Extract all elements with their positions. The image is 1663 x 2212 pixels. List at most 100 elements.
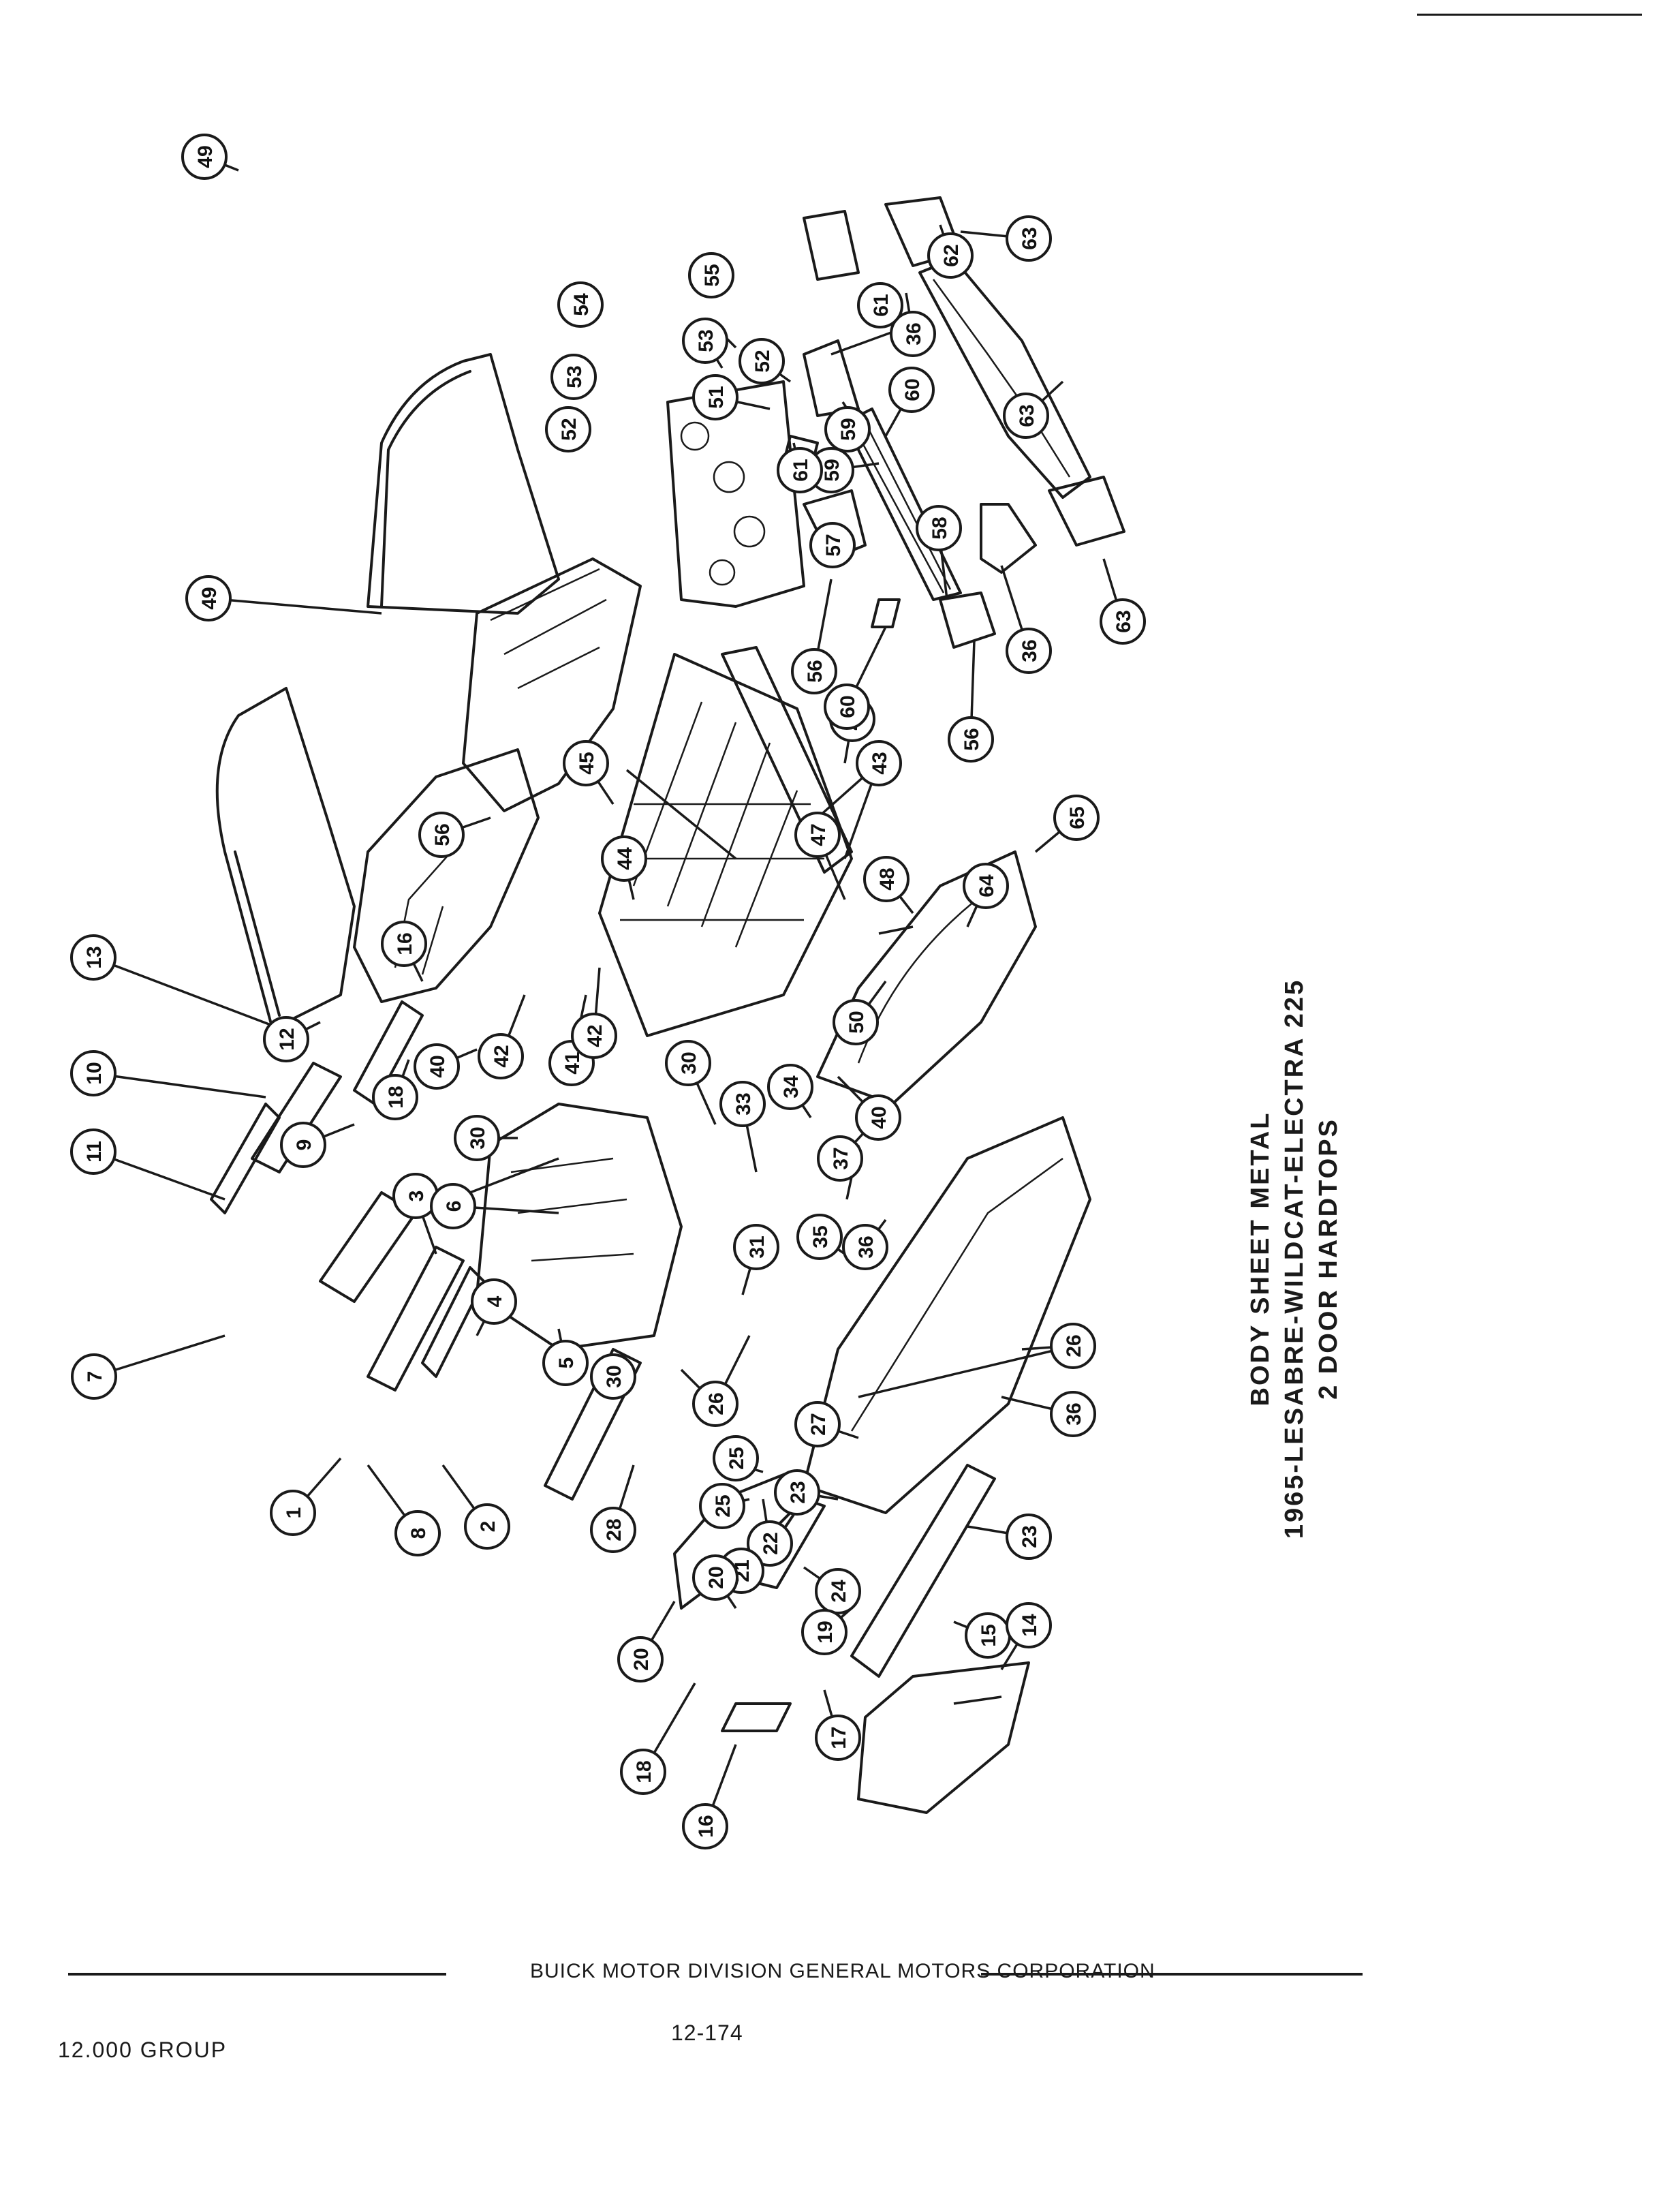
callout-label: 28 [603, 1518, 625, 1541]
callout-label: 37 [830, 1147, 852, 1169]
title-line-2: 1965-LESABRE-WILDCAT-ELECTRA 225 [1280, 978, 1309, 1539]
callout-bubble: 30 [590, 1353, 636, 1400]
callout-label: 26 [1063, 1334, 1085, 1357]
callout-bubble: 53 [550, 354, 597, 400]
callout-label: 60 [901, 378, 924, 401]
callout-bubble: 22 [747, 1520, 793, 1567]
callout-bubble: 37 [817, 1135, 863, 1182]
callout-bubble: 59 [824, 406, 871, 452]
callout-bubble: 30 [665, 1040, 711, 1086]
callout-bubble: 60 [824, 683, 870, 730]
leader-lines [93, 155, 1124, 1827]
callout-bubble: 18 [620, 1749, 666, 1795]
callout-label: 22 [760, 1532, 782, 1554]
callout-label: 49 [194, 145, 217, 168]
callout-label: 5 [555, 1357, 578, 1369]
callout-bubble: 61 [777, 447, 823, 493]
callout-label: 62 [940, 244, 963, 266]
callout-label: 13 [83, 946, 106, 968]
callout-bubble: 56 [791, 648, 837, 694]
callout-label: 36 [855, 1235, 877, 1258]
callout-label: 16 [394, 932, 416, 955]
callout-label: 3 [405, 1191, 428, 1202]
callout-label: 45 [576, 752, 598, 774]
callout-bubble: 40 [414, 1043, 460, 1090]
callout-label: 53 [695, 329, 717, 352]
callout-label: 30 [603, 1365, 625, 1387]
callout-label: 26 [705, 1392, 728, 1415]
callout-label: 20 [630, 1648, 653, 1670]
callout-label: 41 [561, 1051, 584, 1074]
callout-bubble: 9 [280, 1122, 326, 1168]
callout-label: 63 [1113, 610, 1135, 632]
callout-bubble: 51 [692, 374, 739, 420]
callout-bubble: 62 [927, 232, 974, 279]
callout-bubble: 24 [815, 1568, 861, 1614]
callout-bubble: 25 [699, 1483, 745, 1529]
callout-bubble: 52 [545, 406, 591, 452]
callout-label: 43 [869, 752, 891, 774]
callout-bubble: 45 [563, 740, 609, 786]
callout-label: 56 [961, 728, 983, 750]
callout-bubble: 30 [454, 1115, 500, 1161]
title-line-3: 2 DOOR HARDTOPS [1314, 1118, 1343, 1400]
callout-label: 31 [746, 1235, 768, 1258]
footer-group: 12.000 GROUP [58, 2038, 228, 2062]
callout-bubble: 11 [70, 1128, 116, 1175]
callout-label: 18 [633, 1760, 655, 1783]
callout-bubble: 16 [381, 921, 427, 967]
callout-label: 53 [563, 365, 586, 388]
callout-label: 27 [807, 1413, 830, 1435]
callout-bubble: 1 [270, 1490, 316, 1536]
callout-label: 2 [477, 1521, 499, 1533]
callout-label: 52 [751, 350, 774, 372]
footer-rule-left [68, 1973, 446, 1976]
callout-bubble: 63 [1003, 393, 1049, 439]
callout-bubble: 36 [842, 1224, 888, 1270]
callout-bubble: 26 [692, 1381, 739, 1427]
part-outlines [210, 196, 1125, 1814]
callout-bubble: 25 [713, 1435, 759, 1481]
callout-bubble: 36 [1006, 628, 1052, 674]
callout-label: 51 [705, 386, 728, 408]
callout-bubble: 14 [1006, 1602, 1052, 1648]
callout-label: 19 [814, 1620, 837, 1643]
callout-label: 30 [678, 1051, 700, 1074]
callout-bubble: 27 [794, 1401, 841, 1447]
callout-bubble: 13 [70, 934, 116, 981]
callout-bubble: 47 [794, 812, 841, 858]
callout-label: 15 [978, 1624, 1000, 1646]
callout-label: 44 [614, 847, 636, 870]
callout-label: 4 [484, 1295, 506, 1307]
callout-bubble: 20 [692, 1554, 739, 1601]
callout-bubble: 34 [767, 1064, 813, 1110]
callout-label: 36 [1019, 639, 1041, 662]
callout-label: 64 [976, 874, 998, 897]
callout-label: 56 [804, 660, 826, 682]
callout-label: 50 [845, 1011, 868, 1033]
top-edge-rule [1417, 14, 1642, 16]
callout-label: 9 [293, 1139, 315, 1151]
callout-label: 63 [1016, 404, 1038, 427]
callout-label: 65 [1066, 806, 1089, 829]
footer-rule-right [981, 1973, 1363, 1976]
callout-label: 59 [821, 459, 843, 481]
footer-corporation: BUICK MOTOR DIVISION GENERAL MOTORS CORP… [530, 1960, 1155, 1982]
callout-label: 60 [837, 695, 859, 718]
callout-bubble: 42 [571, 1013, 617, 1059]
callout-bubble: 43 [856, 740, 902, 786]
callout-label: 59 [837, 418, 860, 440]
callout-label: 18 [385, 1086, 407, 1108]
callout-label: 40 [426, 1055, 449, 1077]
callout-bubble: 64 [963, 863, 1009, 909]
callout-bubble: 5 [542, 1340, 589, 1386]
callout-bubble: 61 [857, 282, 903, 328]
callout-bubble: 55 [688, 252, 734, 298]
callout-label: 16 [695, 1815, 717, 1837]
callout-bubble: 31 [733, 1224, 779, 1270]
callout-label: 12 [276, 1028, 298, 1050]
callout-label: 52 [558, 418, 580, 440]
callout-label: 63 [1019, 227, 1041, 249]
callout-label: 23 [787, 1481, 809, 1503]
